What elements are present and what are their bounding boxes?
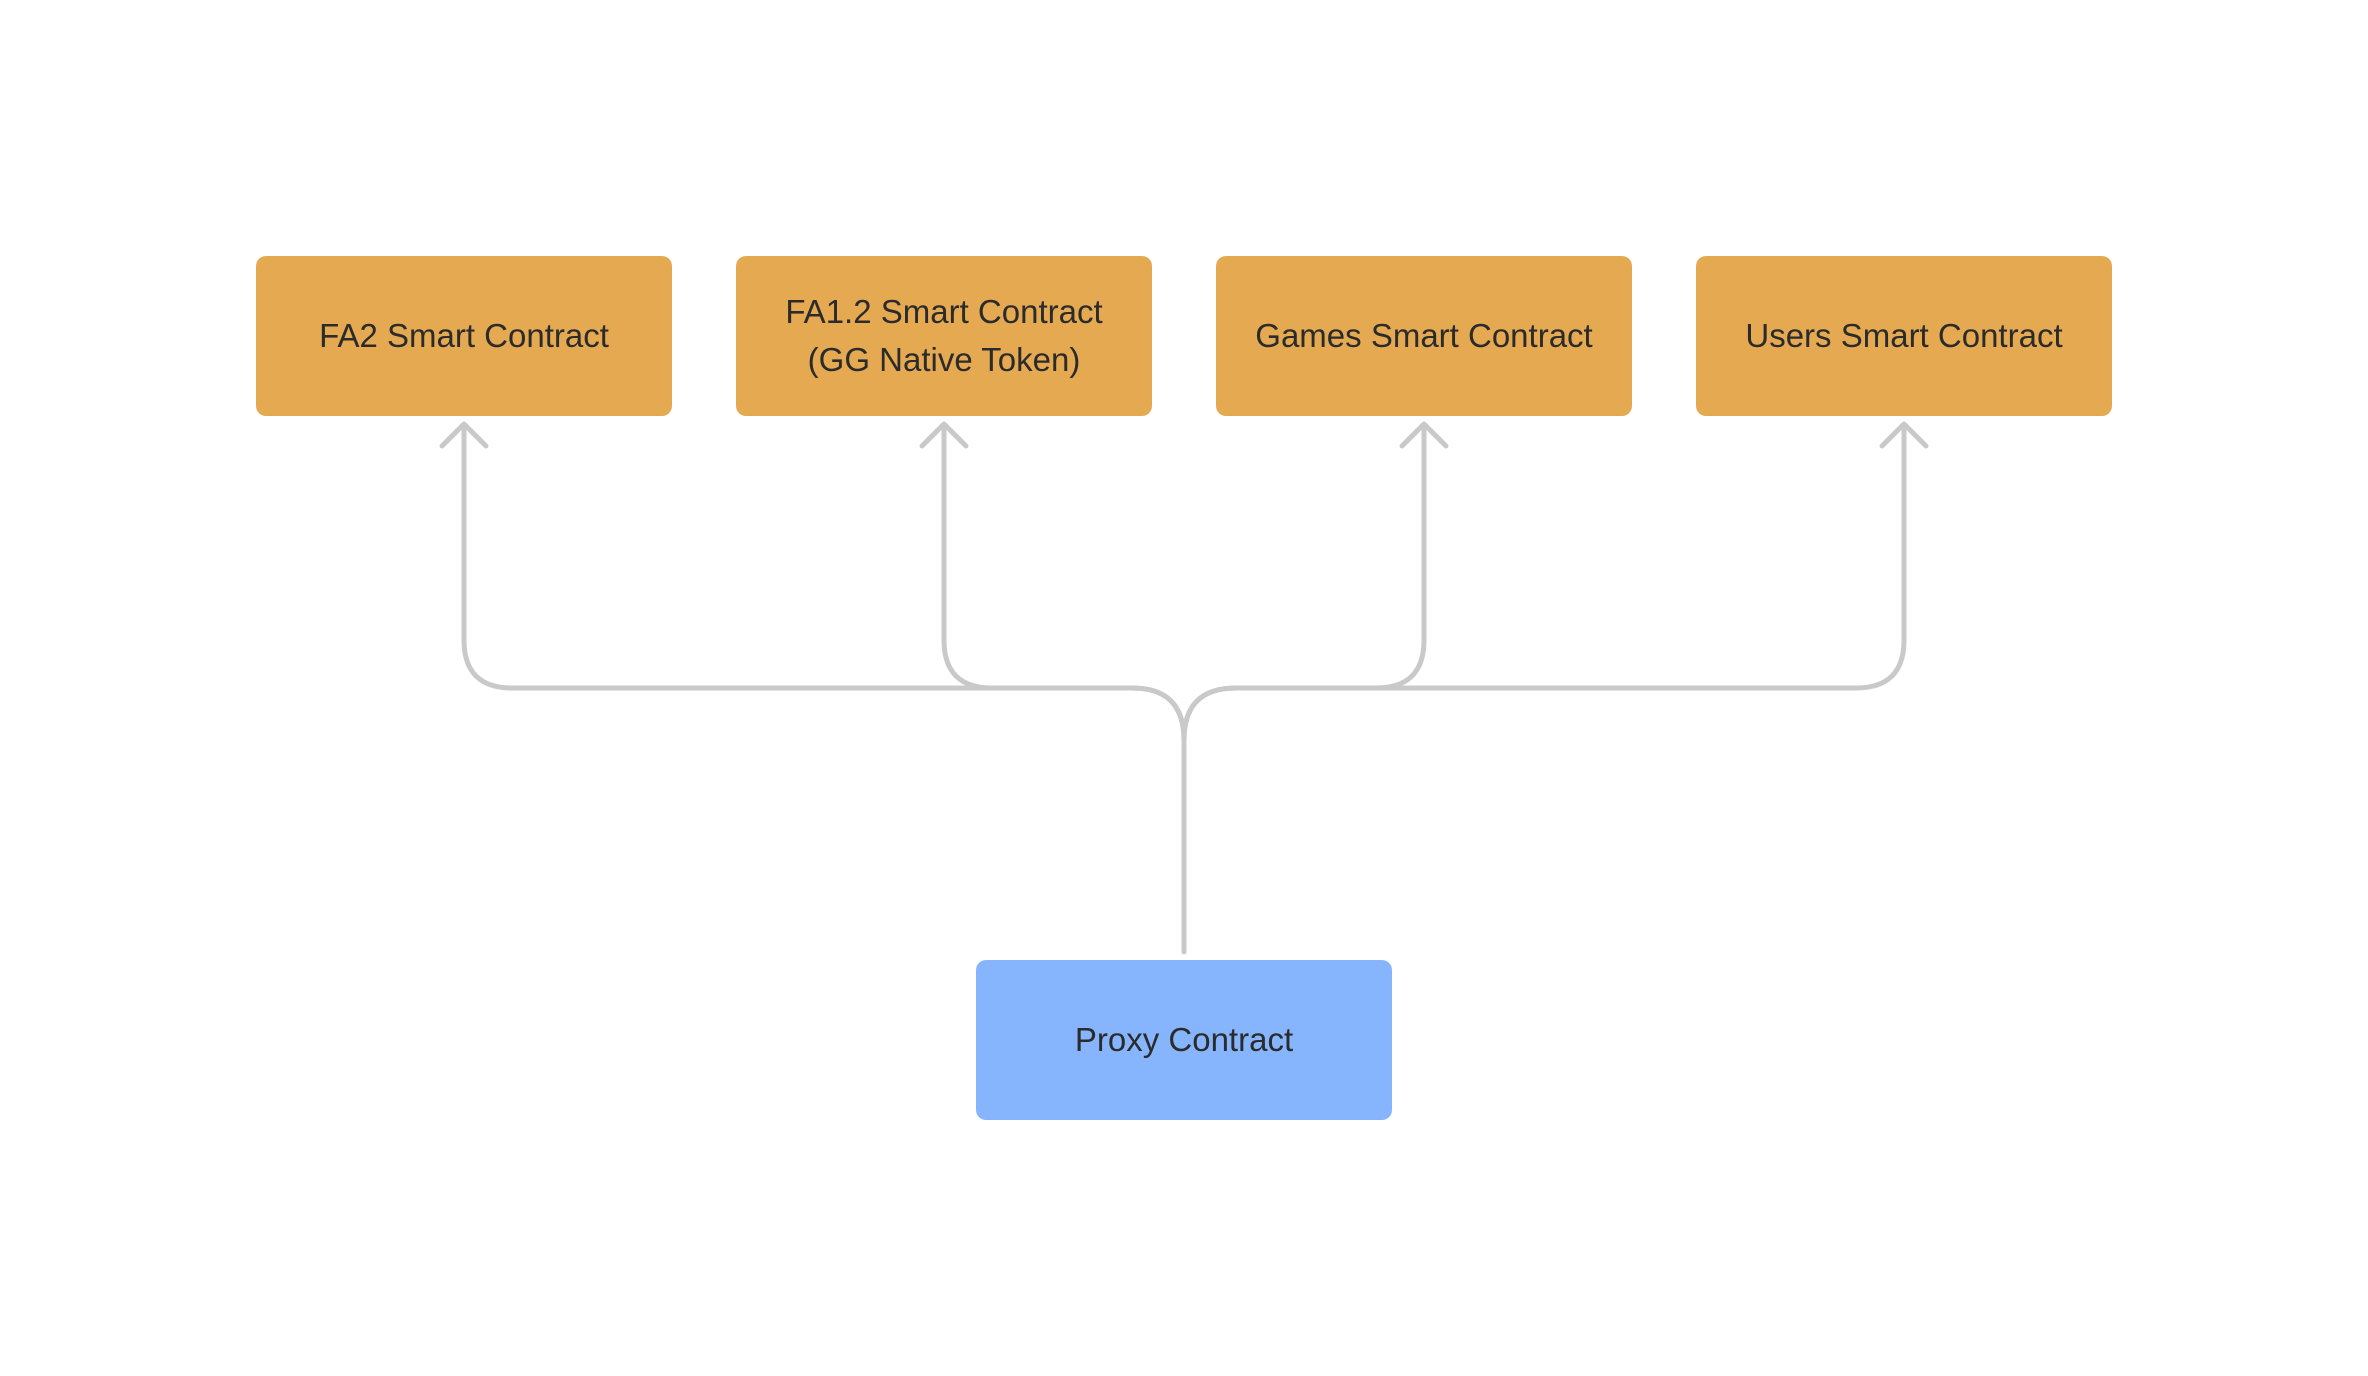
node-label: Games Smart Contract — [1255, 317, 1593, 354]
games-smart-contract-node: Games Smart Contract — [1216, 256, 1632, 416]
node-label: Users Smart Contract — [1745, 317, 2063, 354]
node-label: FA2 Smart Contract — [319, 317, 609, 354]
arrow-head-users-icon — [1879, 421, 1929, 449]
connector-to-fa2 — [461, 423, 1187, 743]
arrow-head-fa2-icon — [439, 421, 489, 449]
fa12-smart-contract-node: FA1.2 Smart Contract (GG Native Token) — [736, 256, 1152, 416]
fa2-smart-contract-node: FA2 Smart Contract — [256, 256, 672, 416]
connector-to-users — [1181, 423, 1907, 743]
node-label: Proxy Contract — [1074, 1021, 1294, 1058]
connector-to-games — [1181, 423, 1427, 743]
connector-to-fa12 — [941, 423, 1187, 743]
arrow-head-games-icon — [1399, 421, 1449, 449]
node-label: FA1.2 Smart Contract (GG Native Token) — [785, 293, 1103, 378]
proxy-contract-node: Proxy Contract — [976, 960, 1392, 1120]
arrow-head-fa12-icon — [919, 421, 969, 449]
users-smart-contract-node: Users Smart Contract — [1696, 256, 2112, 416]
